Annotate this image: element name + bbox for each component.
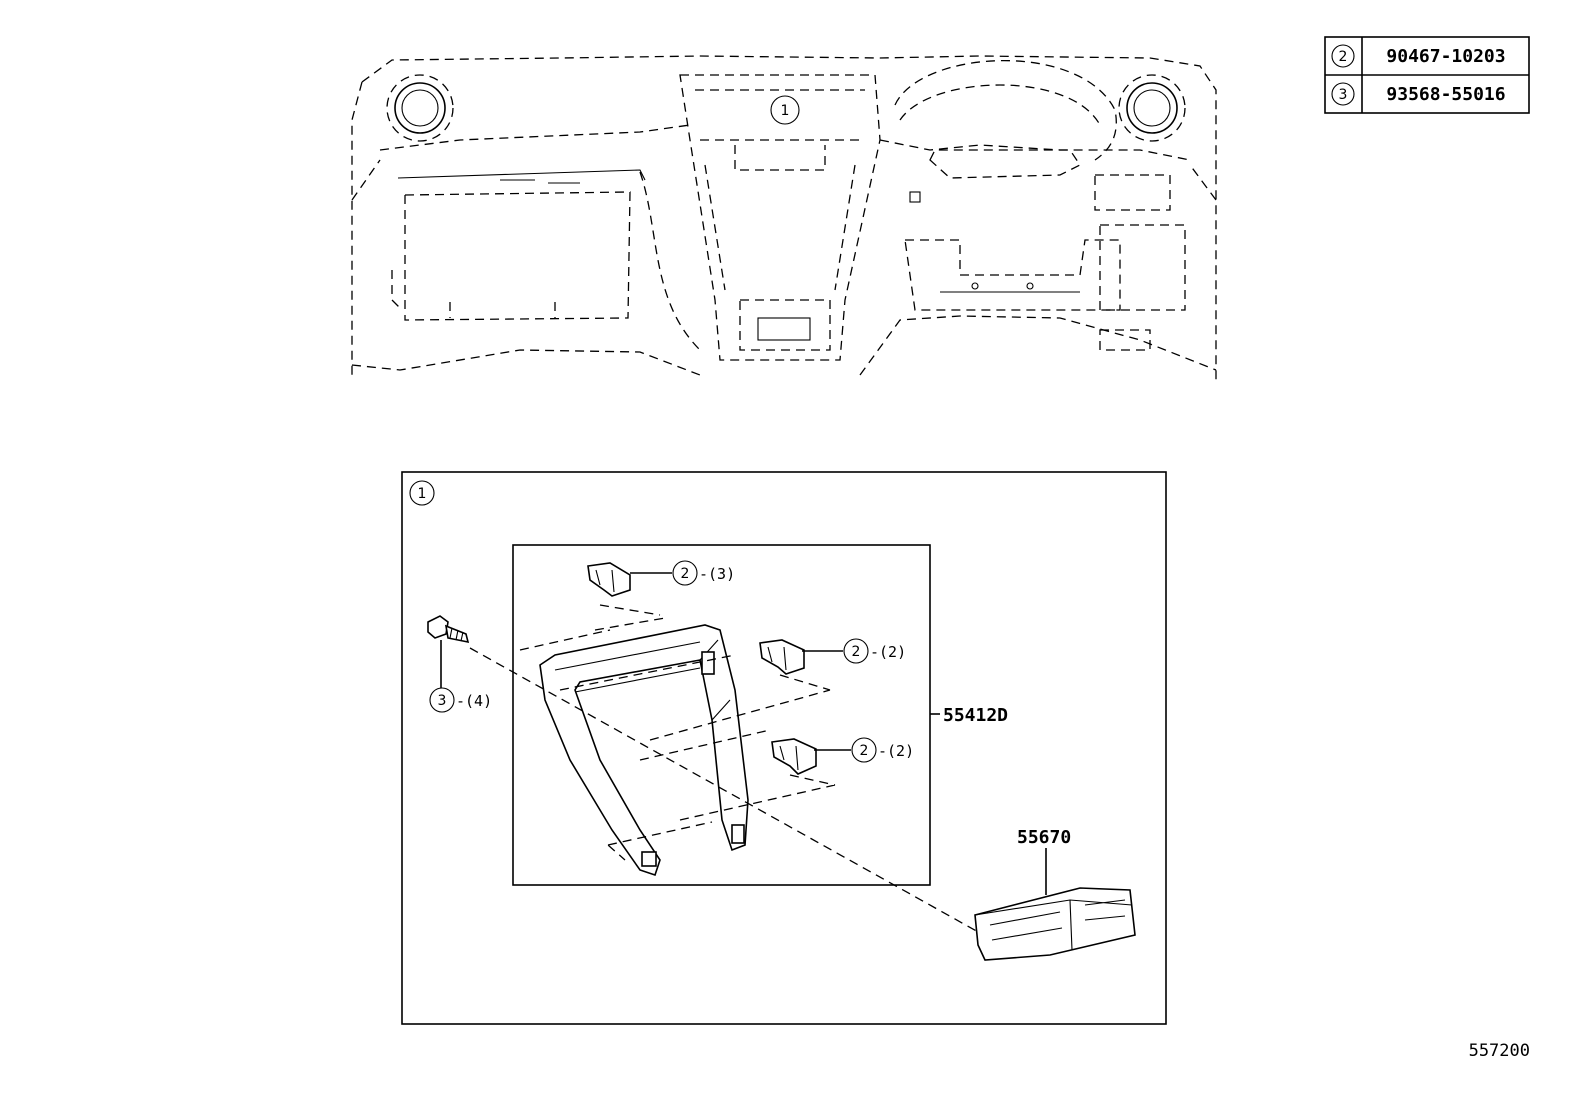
vent-part-number: 55670	[1017, 827, 1071, 848]
callout-circle-icon	[672, 560, 698, 586]
screw-axis-line	[469, 647, 981, 934]
legend-ref: 2	[1339, 49, 1348, 65]
clip-middle-part	[759, 639, 805, 675]
quantity-label: -(3)	[699, 565, 735, 583]
clip-lower-callout: 2 -(2)	[851, 737, 914, 763]
group-callout-circle-icon	[409, 480, 435, 506]
screw-part	[427, 615, 470, 644]
center-vent-part	[974, 887, 1136, 961]
bezel-part-number: 55412D	[943, 705, 1008, 726]
callout-circle-icon	[1331, 82, 1355, 106]
legend-row-3: 3 93568-55016	[1331, 82, 1506, 106]
part-number-legend-table: 2 90467-10203 3 93568-55016	[1324, 36, 1530, 114]
clip-top-part	[587, 562, 631, 597]
svg-text:2: 2	[852, 644, 861, 660]
bezel-assembly-box	[512, 544, 931, 886]
overview-callout-circle-icon	[770, 95, 800, 125]
quantity-label: -(4)	[456, 692, 492, 710]
screw-callout: 3 -(4)	[429, 687, 492, 713]
legend-ref: 3	[1339, 87, 1348, 103]
legend-part-number: 90467-10203	[1386, 46, 1505, 67]
svg-text:3: 3	[438, 693, 447, 709]
svg-text:2: 2	[860, 743, 869, 759]
leader-lines	[440, 572, 1047, 895]
callout-circle-icon	[843, 638, 869, 664]
quantity-label: -(2)	[878, 742, 914, 760]
callout-circle-icon	[1331, 44, 1355, 68]
callout-circle-icon	[429, 687, 455, 713]
dashboard-overview-drawing: 1	[351, 55, 1217, 380]
overview-callout: 1	[781, 103, 790, 119]
svg-text:2: 2	[681, 566, 690, 582]
legend-row-2: 2 90467-10203	[1331, 44, 1506, 68]
clip-lower-part	[771, 738, 817, 775]
quantity-label: -(2)	[870, 643, 906, 661]
legend-part-number: 93568-55016	[1386, 84, 1505, 105]
clip-middle-callout: 2 -(2)	[843, 638, 906, 664]
callout-circle-icon	[851, 737, 877, 763]
clip-top-callout: 2 -(3)	[672, 560, 735, 586]
illustration-id: 557200	[1469, 1041, 1530, 1061]
detail-group-frame: 1	[401, 471, 1167, 1025]
group-callout: 1	[418, 486, 427, 502]
center-cluster-bezel-part	[539, 624, 749, 877]
